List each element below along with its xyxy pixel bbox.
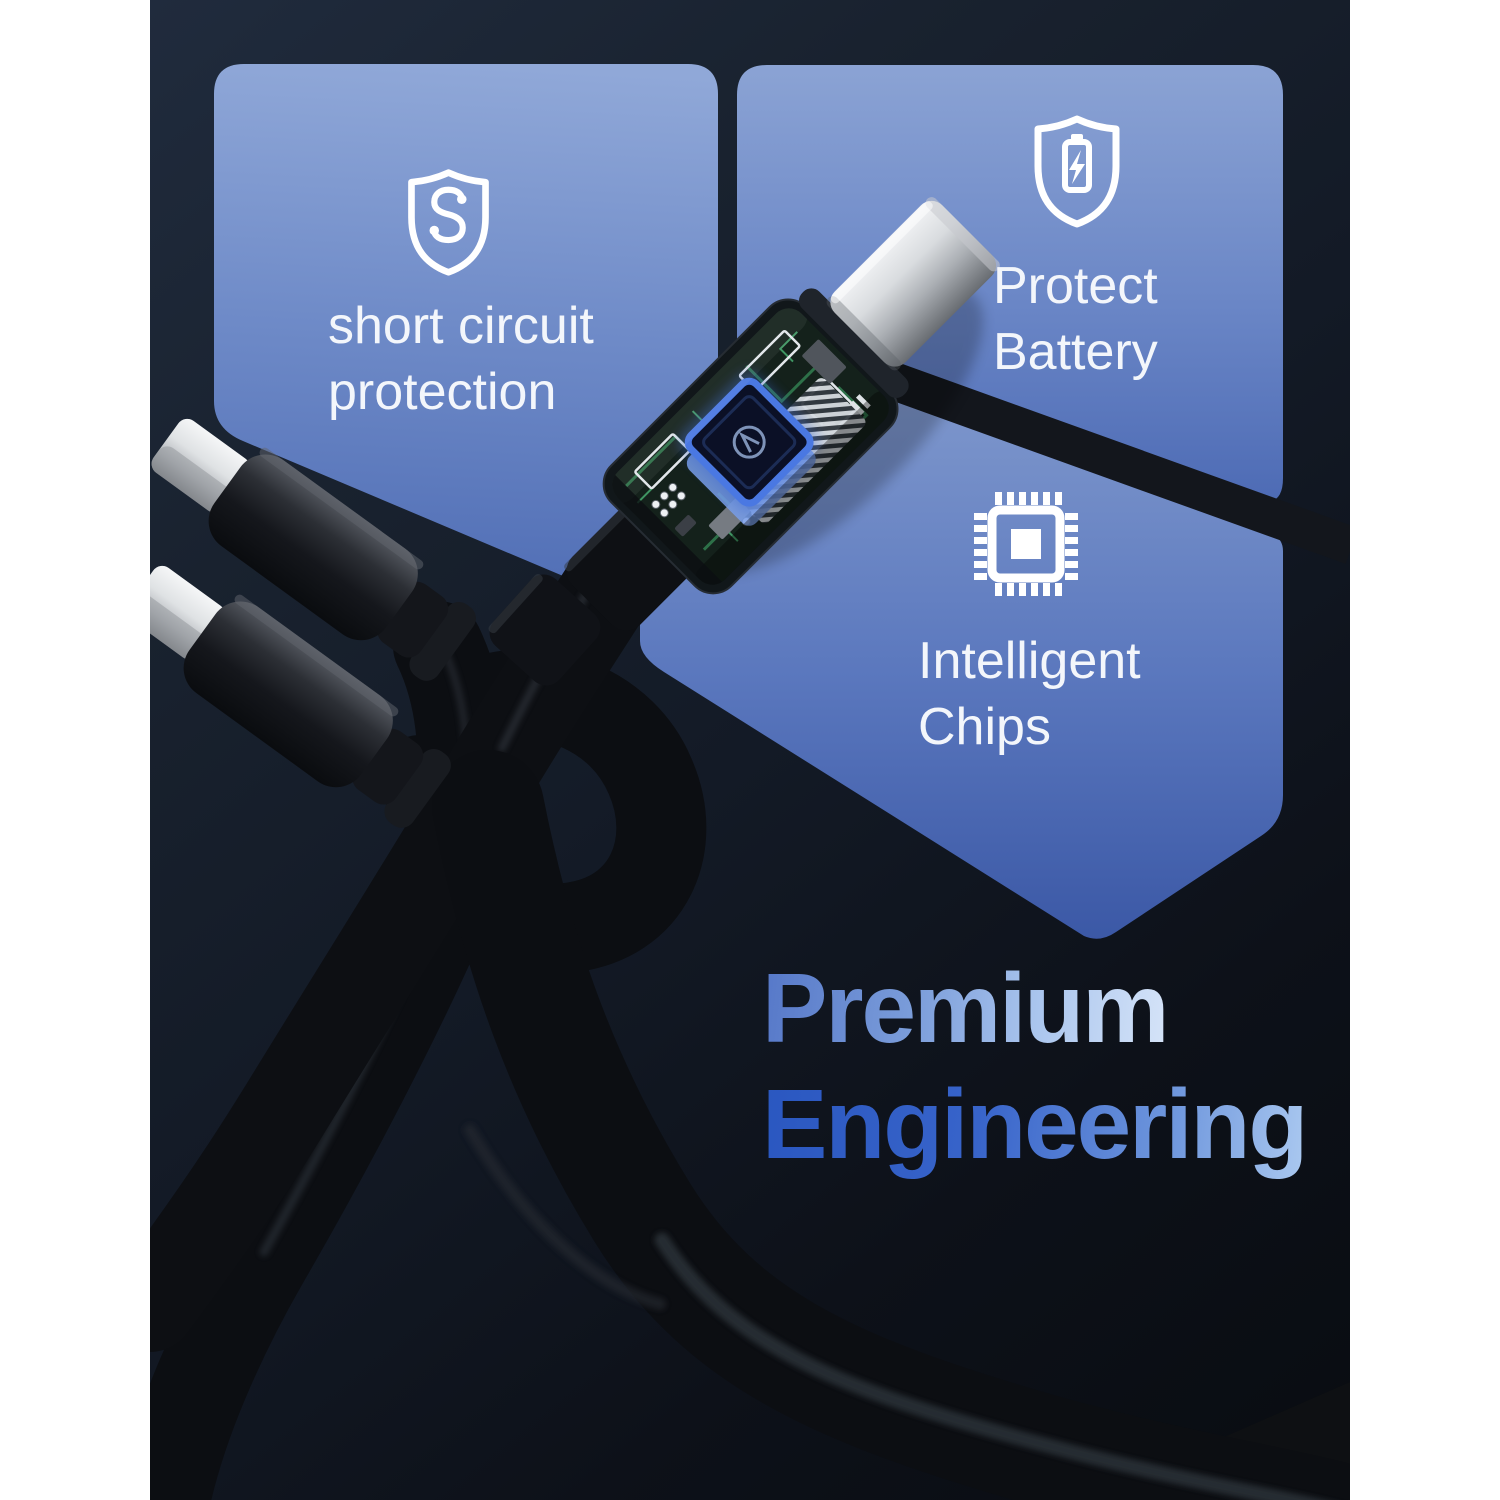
plug-tip-shade xyxy=(150,593,206,660)
plug-neck xyxy=(352,728,424,805)
plug-collar xyxy=(409,601,476,681)
headline-engineering: Engineering xyxy=(762,1069,1308,1179)
transparent-usb-connector xyxy=(564,197,1000,631)
feature-line: Intelligent xyxy=(918,632,1141,690)
feature-line: Protect xyxy=(993,257,1158,315)
chip-pins xyxy=(974,492,1078,596)
chip-logo xyxy=(732,425,766,459)
cable-sweep-highlight xyxy=(654,1232,1325,1500)
cable-main-connector xyxy=(150,539,656,1352)
cable-collar xyxy=(488,573,601,686)
plug-neck xyxy=(377,581,449,658)
label-protect-battery: Protect Battery xyxy=(993,253,1158,385)
feature-line: short circuit xyxy=(328,297,594,355)
connector-pcb xyxy=(604,300,897,593)
feature-line: protection xyxy=(328,363,557,421)
panel-short-circuit-protection xyxy=(214,64,718,633)
plug-body xyxy=(208,454,418,641)
plug-body-rim xyxy=(259,447,424,570)
usb-plug-upper xyxy=(151,418,476,681)
connector-metal-tip xyxy=(830,200,997,367)
cable-elbow-highlight xyxy=(464,1124,666,1310)
pcb-mark-11 xyxy=(849,394,871,416)
plug-collar xyxy=(384,748,451,828)
plug-body xyxy=(183,601,393,788)
connector-ring xyxy=(798,288,909,399)
shield-battery-icon xyxy=(1034,115,1120,228)
cpu-chip-icon xyxy=(974,492,1078,596)
plug-tip-shade xyxy=(151,446,231,513)
label-intelligent-chips: Intelligent Chips xyxy=(918,628,1141,760)
headline-premium: Premium xyxy=(762,953,1169,1063)
panel-protect-battery xyxy=(737,65,1283,542)
feature-line: Battery xyxy=(993,323,1158,381)
shield-circuit-icon xyxy=(408,169,489,276)
feature-line: Chips xyxy=(918,698,1051,756)
main-chip xyxy=(678,371,820,513)
label-short-circuit-protection: short circuit protection xyxy=(328,293,594,425)
usb-plug-lower xyxy=(150,565,451,828)
cable-bundle xyxy=(150,539,1350,1500)
plug-body-rim xyxy=(234,594,399,717)
